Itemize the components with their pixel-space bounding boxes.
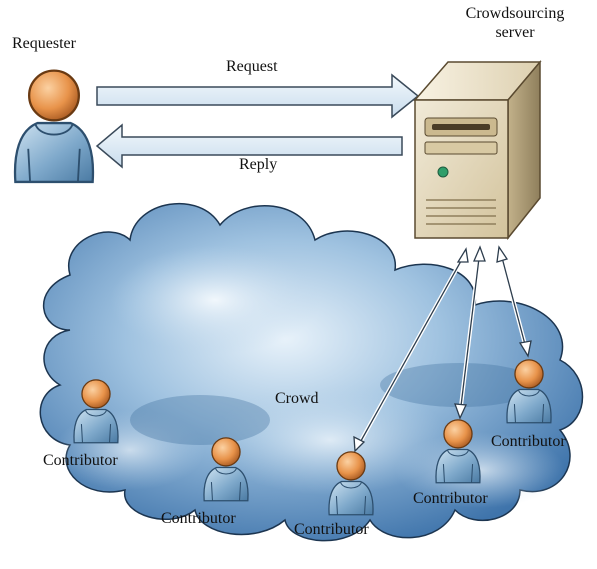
link-arrow-1	[353, 247, 469, 453]
server-label-line2: server	[495, 24, 535, 41]
request-label: Request	[226, 58, 278, 75]
contributor-label: Contributor	[491, 433, 566, 450]
server-links	[353, 245, 532, 453]
requester-label: Requester	[12, 35, 76, 52]
contributor-label: Contributor	[161, 510, 236, 527]
link-arrow-2	[454, 245, 486, 420]
requester-person-icon	[13, 69, 95, 184]
request-arrow	[96, 73, 420, 119]
contributor-label: Contributor	[294, 521, 369, 538]
reply-arrow	[95, 123, 403, 169]
link-arrow-3	[496, 245, 532, 358]
contributor-label: Contributor	[43, 452, 118, 469]
contributor-label: Contributor	[413, 490, 488, 507]
server-icon	[413, 59, 542, 241]
server-label-line1: Crowdsourcing	[465, 5, 565, 22]
reply-label: Reply	[239, 156, 278, 173]
crowd-label: Crowd	[275, 390, 319, 407]
